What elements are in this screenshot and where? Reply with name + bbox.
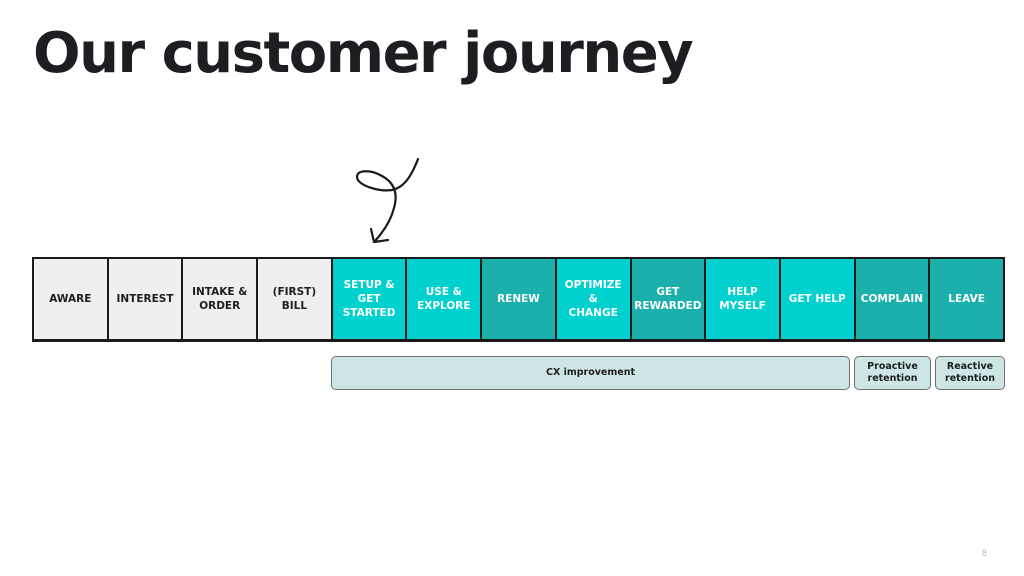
stage-get-rewarded: GET REWARDED	[631, 259, 707, 339]
stage-use-explore: USE & EXPLORE	[407, 259, 483, 339]
journey-stages: AWARE INTEREST INTAKE & ORDER (FIRST) BI…	[32, 257, 1005, 342]
page-number: 8	[982, 548, 988, 558]
stage-interest: INTEREST	[108, 259, 184, 339]
cx-improvement-bar: CX improvement	[331, 356, 850, 390]
stage-optimize-change: OPTIMIZE & CHANGE	[556, 259, 632, 339]
stage-renew: RENEW	[482, 259, 557, 339]
reactive-retention-bar: Reactive retention	[935, 356, 1005, 390]
proactive-retention-bar: Proactive retention	[854, 356, 931, 390]
stage-first-bill: (FIRST) BILL	[258, 259, 333, 339]
stage-help-myself: HELP MYSELF	[706, 259, 781, 339]
stage-complain: COMPLAIN	[855, 259, 931, 339]
stage-setup-get-started: SETUP & GET STARTED	[332, 259, 408, 339]
stage-get-help: GET HELP	[780, 259, 856, 339]
slide-title: Our customer journey	[33, 21, 694, 86]
stage-intake-order: INTAKE & ORDER	[183, 259, 259, 339]
stage-leave: LEAVE	[930, 259, 1003, 339]
stage-aware: AWARE	[34, 259, 109, 339]
curly-arrow-icon	[340, 150, 440, 250]
